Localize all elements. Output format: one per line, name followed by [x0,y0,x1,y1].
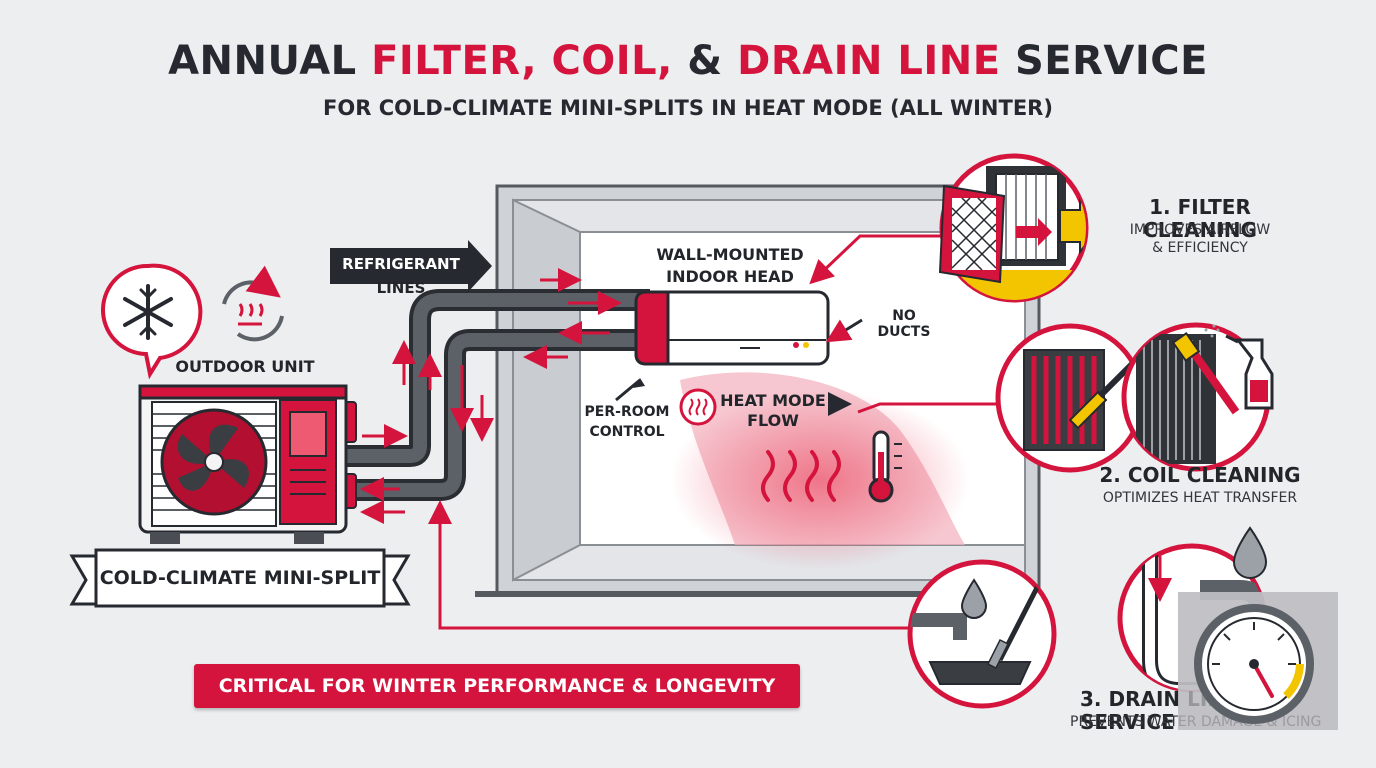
heat-flow-cloud [670,372,970,570]
spray-bottle-icon [1204,324,1274,410]
page-subtitle: FOR COLD-CLIMATE MINI-SPLITS IN HEAT MOD… [323,96,1053,120]
heat-mode-label: HEAT MODE [720,391,826,410]
unit-banner-ribbon [69,548,411,608]
critical-banner: CRITICAL FOR WINTER PERFORMANCE & LONGEV… [194,664,800,708]
flow-arrows [360,268,622,524]
refrigerant-lines-label: REFRIGERANT [342,255,460,273]
coil-callout-line [857,402,998,414]
drain-pan-circle [907,559,1057,709]
coil-circle [995,323,1145,473]
indoor-head [634,290,830,366]
thermometer-icon [868,430,902,503]
heat-mode-label-2: FLOW [747,411,799,430]
no-ducts-label: NO DUCTS [877,308,931,341]
drain-callout-line [428,500,910,630]
per-room-label: PER-ROOM [584,404,670,420]
filter-callout-line [809,234,962,285]
step-3-desc: PREVENTS WATER DAMAGE & ICING [1070,714,1322,730]
step-2-desc: OPTIMIZES HEAT TRANSFER [1102,490,1298,506]
heat-waves-room [761,450,841,502]
heat-waves-icon [679,388,717,426]
per-room-pointer [615,378,641,402]
coil-spray-circle [1121,322,1274,472]
wall-head-label-2: INDOOR HEAD [666,267,794,286]
wall-head-label: WALL-MOUNTED [656,245,804,264]
step-1-desc-2: & EFFICIENCY [1152,240,1248,256]
snowflake-icon [101,263,203,380]
heat-cycle-icon [222,265,284,342]
heat-flow-arrow [828,392,852,416]
unit-banner: COLD-CLIMATE MINI-SPLIT [99,567,381,589]
water-drop-icon [960,578,988,619]
outdoor-unit [138,384,357,544]
fan-icon [160,408,268,516]
refrigerant-arrow [330,240,492,292]
refrigerant-lines-label-2: LINES [376,279,426,297]
step-1-title: 1. FILTER CLEANING [1143,195,1257,242]
step-1-desc: IMPROVES AIRFLOW [1129,222,1271,238]
step-2-title: 2. COIL CLEANING [1099,463,1301,487]
page-title: ANNUAL FILTER, COIL, & DRAIN LINE SERVIC… [168,38,1208,84]
outdoor-unit-label: OUTDOOR UNIT [175,357,315,376]
per-room-label-2: CONTROL [589,424,665,440]
filter-circle [938,153,1089,303]
